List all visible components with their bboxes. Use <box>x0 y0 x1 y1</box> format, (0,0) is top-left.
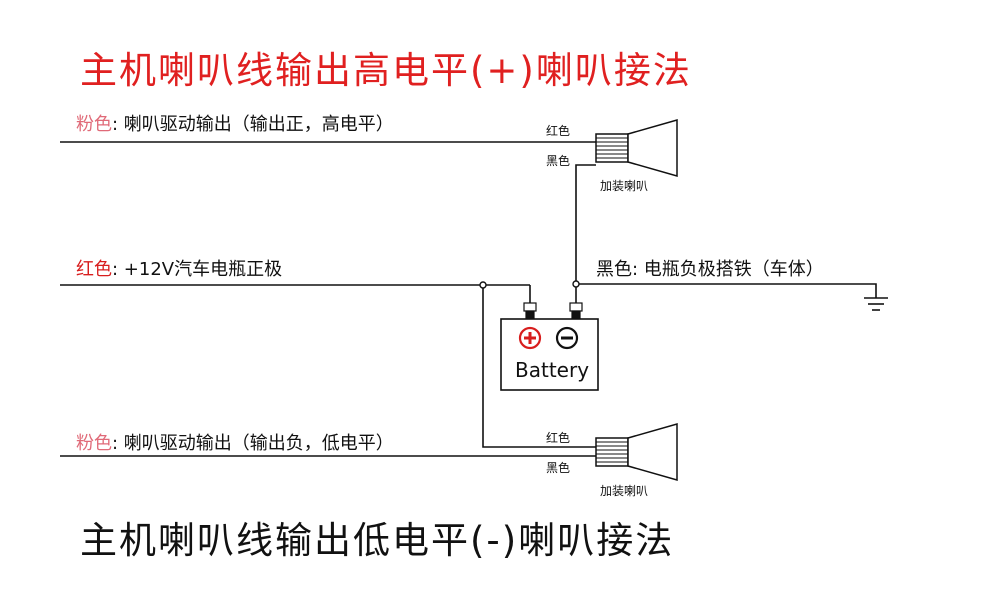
label-black-ground-wire: 黑色: 电瓶负极搭铁（车体） <box>596 261 824 279</box>
top-speaker-caption: 加装喇叭 <box>600 179 649 193</box>
wire-color-black: 黑色 <box>596 259 632 280</box>
wire-desc: : 电瓶负极搭铁（车体） <box>632 259 824 280</box>
minus-terminal-icon <box>555 326 579 350</box>
battery-positive-clamp <box>523 302 537 312</box>
junction-dot <box>572 280 580 288</box>
wire-desc: : 喇叭驱动输出（输出负，低电平） <box>112 433 394 454</box>
battery-negative-clamp <box>569 302 583 312</box>
battery-body <box>500 318 599 391</box>
ground-symbol-icon <box>864 297 888 311</box>
bottom-speaker-red-lead-label: 红色 <box>546 431 571 445</box>
label-bottom-pink-wire: 粉色: 喇叭驱动输出（输出负，低电平） <box>76 435 394 453</box>
title-high-level: 主机喇叭线输出高电平(+)喇叭接法 <box>80 49 692 92</box>
plus-terminal-icon <box>518 326 542 350</box>
speaker-horn-icon <box>595 119 678 177</box>
wire-black-ground <box>576 283 877 298</box>
battery-positive-post <box>525 310 535 320</box>
junction-dot <box>479 281 487 289</box>
bottom-speaker-caption: 加装喇叭 <box>600 484 649 498</box>
wire-desc: : +12V汽车电瓶正极 <box>112 259 283 280</box>
speaker-horn-icon <box>595 423 678 481</box>
wire-bottom-speaker-red <box>482 285 596 448</box>
wire-color-red: 红色 <box>76 259 112 280</box>
bottom-speaker-black-lead-label: 黑色 <box>546 461 571 475</box>
title-low-level: 主机喇叭线输出低电平(-)喇叭接法 <box>80 519 675 562</box>
battery-negative-post <box>571 310 581 320</box>
wire-desc: : 喇叭驱动输出（输出正，高电平） <box>112 114 394 135</box>
wire-top-speaker-black <box>575 164 596 284</box>
wire-color-pink: 粉色 <box>76 114 112 135</box>
wire-color-pink: 粉色 <box>76 433 112 454</box>
top-speaker-black-lead-label: 黑色 <box>546 154 571 168</box>
top-speaker-red-lead-label: 红色 <box>546 124 571 138</box>
label-top-pink-wire: 粉色: 喇叭驱动输出（输出正，高电平） <box>76 116 394 134</box>
label-red-wire: 红色: +12V汽车电瓶正极 <box>76 261 282 279</box>
battery-label: Battery <box>515 358 590 382</box>
